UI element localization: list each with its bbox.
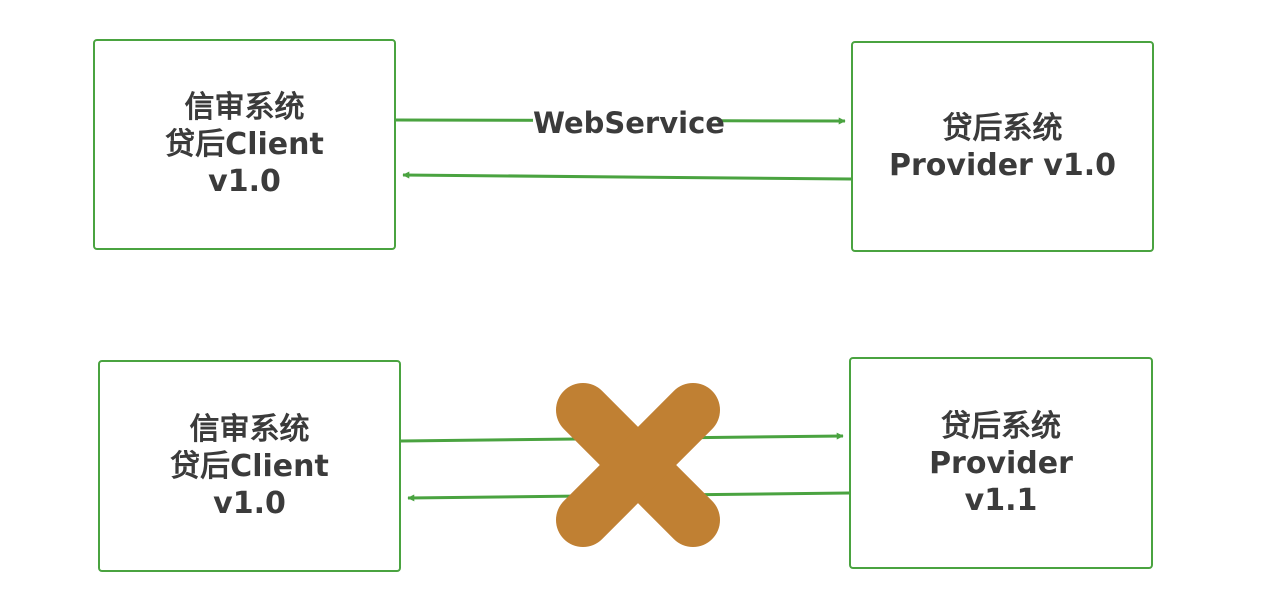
provider-bottom-line-3: v1.1	[964, 482, 1038, 518]
arrow-provider-to-client-top	[402, 171, 852, 181]
client-top-line-1: 信审系统	[184, 90, 305, 125]
cross-icon	[556, 383, 720, 547]
client-box-bottom: 信审系统 贷后Client v1.0	[98, 360, 401, 572]
provider-box-bottom: 贷后系统 Provider v1.1	[849, 357, 1153, 569]
client-bottom-line-2: 贷后Client	[170, 448, 329, 484]
client-bottom-line-3: v1.0	[213, 485, 286, 521]
webservice-label: WebService	[533, 104, 725, 142]
client-top-line-2: 贷后Client	[165, 127, 324, 162]
client-box-top: 信审系统 贷后Client v1.0	[93, 39, 396, 250]
client-top-line-3: v1.0	[208, 164, 281, 199]
provider-top-line-2: Provider v1.0	[889, 147, 1116, 183]
provider-bottom-line-2: Provider	[929, 445, 1073, 481]
provider-top-line-1: 贷后系统	[942, 110, 1063, 146]
client-bottom-line-1: 信审系统	[189, 411, 310, 447]
provider-bottom-line-1: 贷后系统	[941, 408, 1061, 444]
provider-box-top: 贷后系统 Provider v1.0	[851, 41, 1154, 252]
